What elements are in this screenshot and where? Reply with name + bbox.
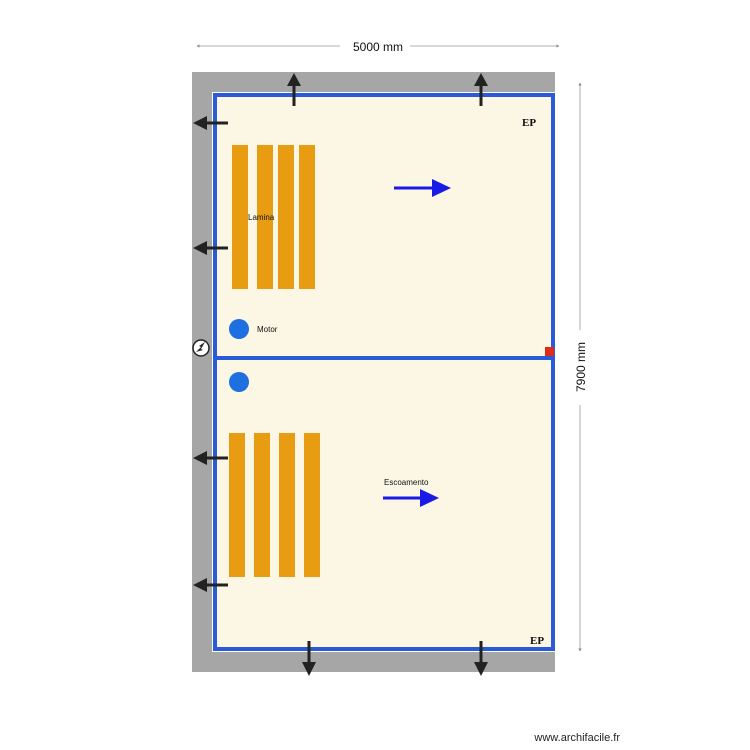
height-label: 7900 mm <box>574 342 588 392</box>
lamina-label: Lamina <box>248 213 275 222</box>
lamina-bars-top <box>232 145 315 289</box>
vent-arrow-down <box>302 641 316 676</box>
vent-arrow-left <box>193 116 228 130</box>
escoamento-label: Escoamento <box>384 478 429 487</box>
vent-arrow-left <box>193 578 228 592</box>
lamina-bar <box>232 145 248 289</box>
lamina-bar <box>254 433 270 577</box>
flow-arrow-bottom <box>383 489 439 507</box>
electrical-outlet-icon <box>192 339 210 357</box>
ep-label-bottom: EP <box>530 635 544 647</box>
vent-arrow-left <box>193 451 228 465</box>
lamina-bar <box>257 145 273 289</box>
vent-arrow-down <box>474 641 488 676</box>
vent-arrow-up <box>287 73 301 106</box>
lamina-bar <box>279 433 295 577</box>
motor-label: Motor <box>257 325 278 334</box>
lamina-bar <box>304 433 320 577</box>
room-bottom <box>213 356 555 651</box>
flow-arrow-top <box>394 179 451 197</box>
width-label: 5000 mm <box>353 40 403 54</box>
lamina-bars-bottom <box>229 433 320 577</box>
lamina-bar <box>299 145 315 289</box>
corner-marker <box>545 347 554 356</box>
vent-arrows <box>193 73 488 676</box>
lamina-bar <box>229 433 245 577</box>
lamina-bar <box>278 145 294 289</box>
motor-icon <box>229 319 249 339</box>
motor-icon <box>229 372 249 392</box>
ep-label-top: EP <box>522 117 536 129</box>
width-dimension: 5000 mm <box>196 40 560 54</box>
watermark: www.archifacile.fr <box>533 732 620 744</box>
height-dimension: 7900 mm <box>574 82 588 652</box>
vent-arrow-left <box>193 241 228 255</box>
vent-arrow-up <box>474 73 488 106</box>
room-top <box>213 93 555 360</box>
